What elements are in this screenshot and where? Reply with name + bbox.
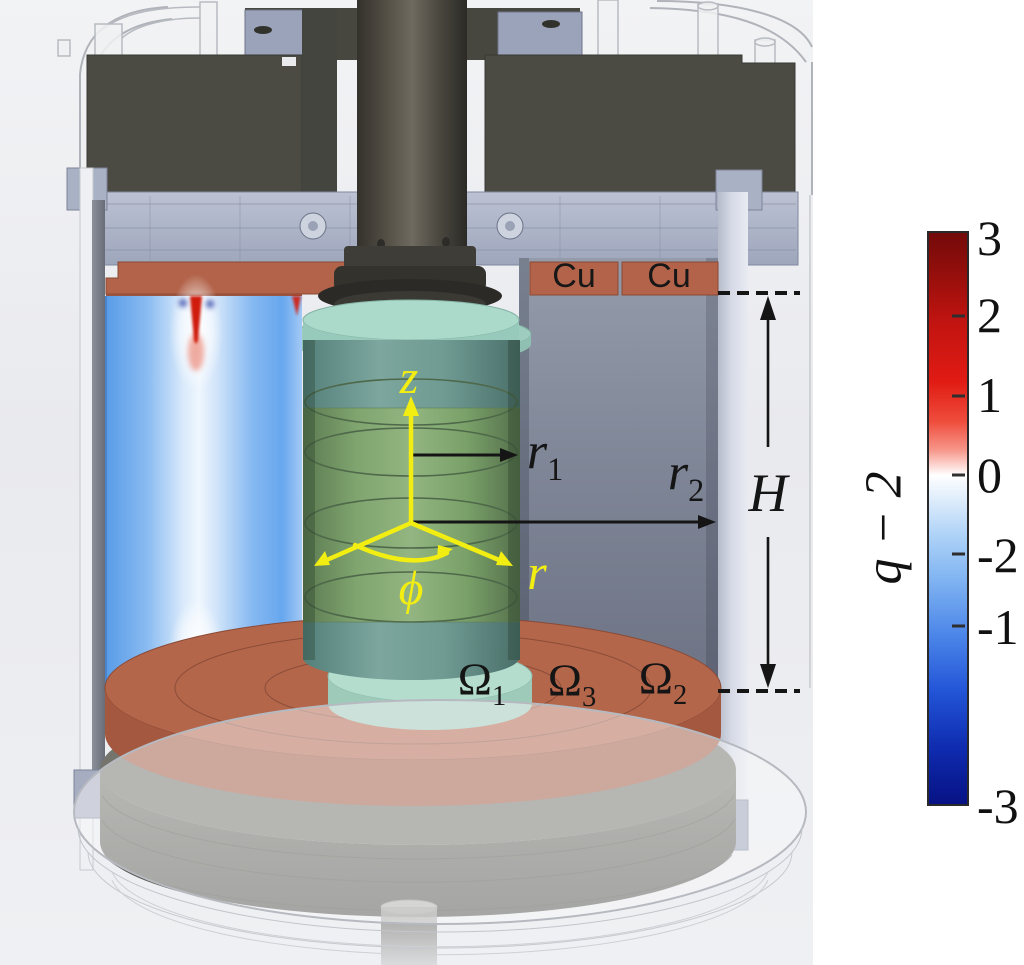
field-red-halo <box>188 333 204 371</box>
tube-bend-icon <box>121 17 201 39</box>
outer-cylinder <box>519 258 720 692</box>
colorbar-tick-label: 3 <box>977 209 1002 266</box>
bottom-bowl <box>73 699 807 956</box>
copper-slab-cu2 <box>621 261 719 296</box>
collar-ring <box>344 246 476 272</box>
colorbar-tick-label: 2 <box>977 286 1002 343</box>
omega2-sub: 2 <box>672 679 688 711</box>
arrowhead-icon <box>314 551 330 566</box>
annotation-arrows <box>314 291 800 693</box>
r1-base: r <box>526 423 548 481</box>
shaft <box>357 0 467 258</box>
rod-top <box>754 37 776 47</box>
bowl-arc <box>77 827 803 933</box>
motor-block <box>86 54 303 193</box>
colorbar: 3 2 1 0 -2 -1 -3 <box>927 210 1019 834</box>
field-edge <box>104 296 107 691</box>
bowl-arc <box>87 851 793 949</box>
left-axis-arrow <box>326 520 414 562</box>
vessel-wall <box>79 167 94 871</box>
inner-cylinder <box>303 340 520 680</box>
arrowhead-icon <box>496 551 513 566</box>
arrowhead-right-icon <box>500 448 518 462</box>
colorbar-gradient <box>927 231 969 806</box>
colorbar-tick-label: -1 <box>977 599 1019 656</box>
arrowhead-down-icon <box>760 664 776 688</box>
field-navy-spot <box>179 299 187 307</box>
rod <box>94 23 123 57</box>
outer-cylinder-shade <box>706 258 720 692</box>
rod <box>57 39 71 57</box>
motor-block-column <box>302 8 337 192</box>
bolt-hole-icon <box>542 20 560 28</box>
colorbar-title: q − 2 <box>855 471 913 585</box>
height-label: H <box>748 463 788 523</box>
bearing-center <box>505 221 515 231</box>
colorbar-tick-mark <box>952 552 965 556</box>
colorbar-tick-label: -3 <box>977 778 1019 834</box>
top-motor-block-left <box>86 8 337 193</box>
colorbar-tick-mark <box>952 624 965 628</box>
arrowhead-up-icon <box>403 396 419 416</box>
r2-sub: 2 <box>688 472 705 509</box>
r2-base: r <box>667 444 689 502</box>
omega1-label: Ω1 <box>457 653 507 712</box>
colorbar-tick-mark <box>952 394 965 398</box>
cu-label-left: Cu <box>552 257 596 295</box>
omega1-sub: 1 <box>491 680 507 712</box>
arrowhead-up-icon <box>760 296 776 320</box>
drive-shaft <box>357 0 467 258</box>
omega1-base: Ω <box>457 653 492 705</box>
colorbar-tick-mark <box>952 314 965 318</box>
omega2-base: Ω <box>638 652 673 704</box>
cylinder-bottom-bulge <box>303 636 519 680</box>
field-red-plume-top <box>190 296 202 344</box>
bowl-arc <box>111 871 769 948</box>
cylinder-shade-left <box>303 340 315 660</box>
block-notch <box>282 57 296 66</box>
colorbar-tick-label: 0 <box>977 446 1002 503</box>
outer-cylinder-shade <box>519 258 529 692</box>
bowl-arc <box>111 879 769 956</box>
rod <box>697 3 719 57</box>
colorbar-tick-label: 1 <box>977 366 1002 423</box>
cylinder-shade-right <box>508 340 520 660</box>
phi-axis-label: ϕ <box>398 562 424 615</box>
bowl-rim <box>73 699 807 925</box>
rod <box>597 0 619 57</box>
bolt-hole-icon <box>254 26 272 34</box>
field-navy-spot <box>206 300 214 308</box>
omega3-label: Ω3 <box>547 654 597 713</box>
vessel-wall-left <box>73 167 113 871</box>
coordinate-triad <box>314 396 513 566</box>
dome-arc-right-inner <box>649 7 807 63</box>
housing-cap <box>244 9 308 57</box>
housing-cap <box>497 11 583 61</box>
r2-label: r2 <box>667 444 705 509</box>
colorbar-tick-mark <box>952 473 965 477</box>
r1-sub: 1 <box>547 451 564 488</box>
rod <box>199 1 218 57</box>
rod-top <box>697 1 719 11</box>
field-red-streak-topright <box>292 296 301 316</box>
arrowhead-icon <box>437 545 453 560</box>
arrowhead-right-icon <box>698 515 716 529</box>
dome-arc-right-outer <box>656 0 813 48</box>
r-axis-label: r <box>527 544 547 600</box>
copper-slab-cu1 <box>529 261 619 296</box>
wall-strip <box>92 200 105 818</box>
omega3-base: Ω <box>547 654 582 706</box>
omega3-sub: 3 <box>581 681 597 713</box>
vessel-wall <box>718 192 748 814</box>
omega2-label: Ω2 <box>638 652 688 711</box>
z-axis-label: z <box>399 351 419 404</box>
r1-label: r1 <box>526 423 564 488</box>
cap-top <box>302 299 520 341</box>
bearing-center <box>308 221 318 231</box>
colorbar-tick-label: -2 <box>977 526 1019 583</box>
r-axis-arrow <box>408 520 502 563</box>
cu-label-right: Cu <box>647 257 691 295</box>
outer-cylinder-wall <box>519 258 720 692</box>
bolt-hole-icon <box>442 237 450 247</box>
